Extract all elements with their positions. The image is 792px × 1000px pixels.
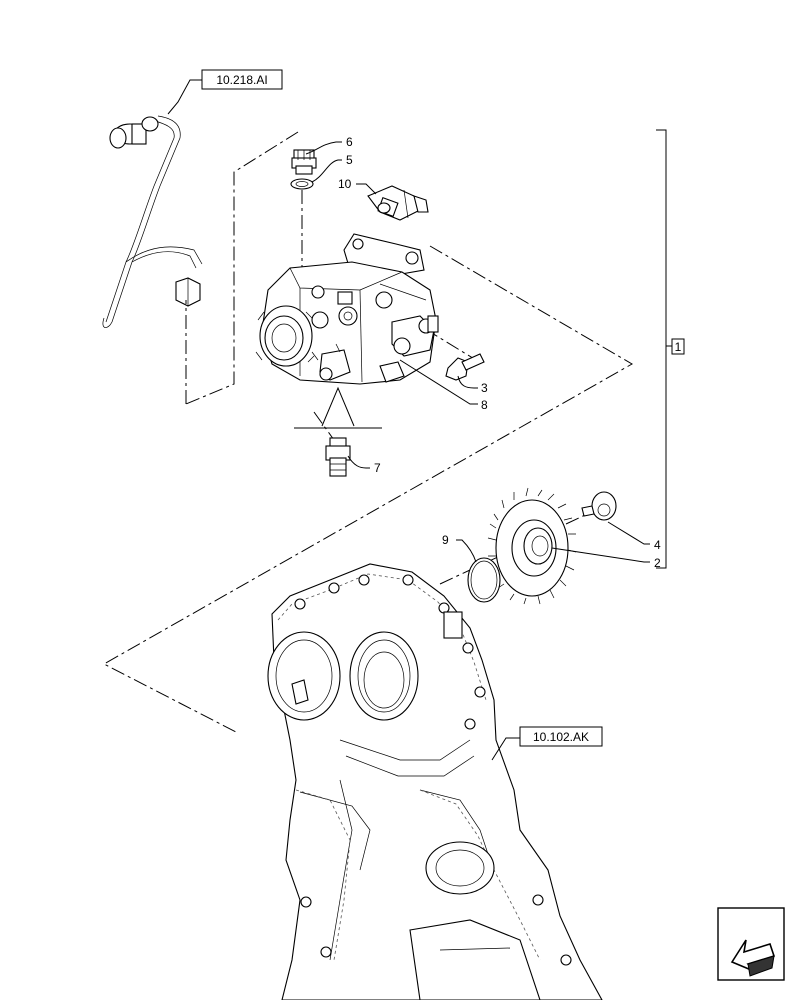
- callout-8[interactable]: 8: [399, 359, 488, 412]
- fuel-line-nut: [175, 277, 201, 307]
- callout-6-label: 6: [346, 135, 353, 149]
- housing-bore-right: [349, 631, 419, 721]
- pump-solenoid: [391, 315, 439, 357]
- fuel-line-reference[interactable]: 10.218.AI: [167, 69, 283, 115]
- part-2-gear[interactable]: [487, 487, 577, 605]
- callout-10-label: 10: [338, 177, 352, 191]
- part-10-sensor[interactable]: [367, 185, 429, 221]
- part-7-fitting[interactable]: [325, 437, 351, 477]
- callout-6[interactable]: 6: [305, 135, 353, 155]
- callout-7[interactable]: 7: [347, 455, 381, 475]
- part-6-fitting[interactable]: [291, 149, 317, 175]
- fuel-line-pipe: [102, 115, 203, 328]
- housing-bore-left: [267, 631, 341, 721]
- assembly-label: 1: [675, 340, 682, 354]
- timing-cover-reference[interactable]: 10.102.AK: [491, 726, 603, 761]
- callout-5[interactable]: 5: [311, 153, 353, 183]
- timing-cover-housing[interactable]: [267, 563, 603, 1000]
- callout-9-label: 9: [442, 533, 449, 547]
- part-5-washer[interactable]: [290, 178, 314, 190]
- timing-cover-reference-label: 10.102.AK: [533, 730, 589, 744]
- callout-4[interactable]: 4: [607, 521, 661, 552]
- callout-7-label: 7: [374, 461, 381, 475]
- pump-callout-bracket: [294, 386, 382, 429]
- pump-drive-flange: [255, 305, 315, 367]
- callout-10[interactable]: 10: [338, 177, 377, 195]
- callout-9[interactable]: 9: [442, 533, 477, 563]
- part-9-oring[interactable]: [467, 557, 501, 603]
- arrow-icon[interactable]: [717, 907, 785, 981]
- banjo-fitting: [109, 116, 159, 149]
- callout-3[interactable]: 3: [457, 375, 488, 395]
- fuel-line-reference-label: 10.218.AI: [216, 73, 267, 87]
- callout-5-label: 5: [346, 153, 353, 167]
- callout-3-label: 3: [481, 381, 488, 395]
- part-3-bolt[interactable]: [445, 353, 485, 381]
- assembly-bracket: 1: [656, 129, 685, 569]
- callout-4-label: 4: [654, 538, 661, 552]
- part-4-cap[interactable]: [581, 491, 617, 521]
- callout-2[interactable]: 2: [551, 547, 661, 570]
- callout-2-label: 2: [654, 556, 661, 570]
- injection-pump[interactable]: [255, 233, 439, 385]
- callout-8-label: 8: [481, 398, 488, 412]
